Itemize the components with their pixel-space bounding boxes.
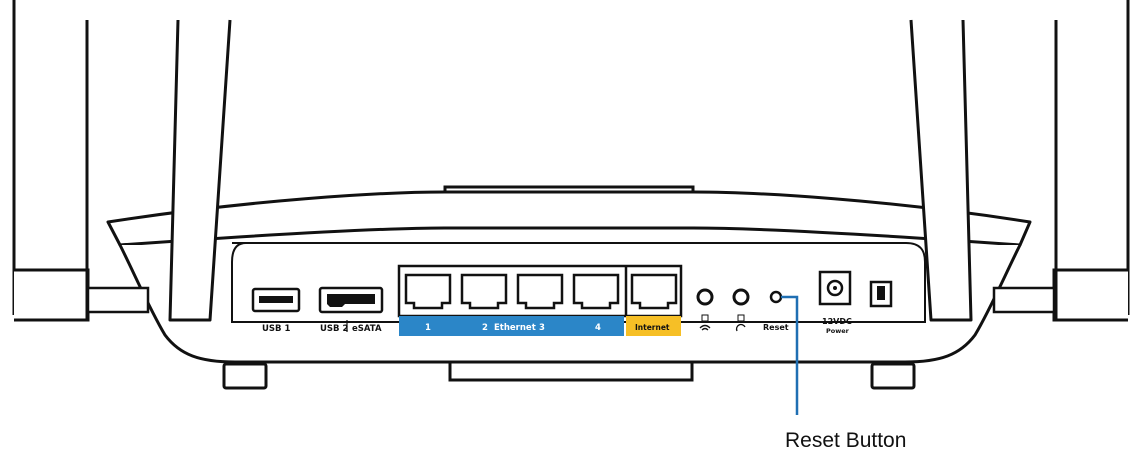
internet-port bbox=[630, 273, 678, 310]
reset-button bbox=[769, 290, 783, 304]
usb2-esata-port-inner bbox=[327, 294, 375, 307]
internet-label: Internet bbox=[635, 323, 670, 332]
internet-band bbox=[626, 316, 681, 336]
lan-port-3 bbox=[516, 273, 564, 310]
lan-port-4 bbox=[572, 273, 620, 310]
usb1-port-inner bbox=[259, 296, 293, 303]
ethernet-band bbox=[399, 316, 624, 336]
top-rim bbox=[106, 190, 1032, 247]
power-label: Power bbox=[826, 327, 850, 335]
wps-icon bbox=[735, 314, 746, 332]
power-voltage-label: 12VDC bbox=[822, 317, 852, 326]
power-switch-toggle bbox=[877, 286, 885, 300]
ethernet-label: Ethernet bbox=[494, 323, 536, 333]
lan-port-2 bbox=[460, 273, 508, 310]
eth1-label: 1 bbox=[425, 323, 431, 333]
usb1-label: USB 1 bbox=[262, 324, 290, 334]
reset-button-callout: Reset Button bbox=[785, 429, 906, 452]
eth3-label: 3 bbox=[539, 323, 545, 333]
power-jack-pin bbox=[833, 286, 837, 290]
panel-frame bbox=[231, 242, 926, 323]
eth2-label: 2 bbox=[482, 323, 488, 333]
left-hinge bbox=[86, 286, 150, 314]
right-hinge bbox=[992, 286, 1056, 314]
left-side-block bbox=[14, 268, 90, 322]
eth4-label: 4 bbox=[595, 323, 601, 333]
left-inner-antenna bbox=[168, 19, 232, 322]
wifi-icon bbox=[699, 314, 711, 331]
lan-port-1 bbox=[404, 273, 452, 310]
right-side-block bbox=[1052, 268, 1128, 322]
reset-callout-line bbox=[781, 295, 799, 415]
wps-button bbox=[732, 288, 750, 306]
right-inner-antenna bbox=[909, 19, 973, 322]
left-foot bbox=[222, 362, 268, 390]
wifi-button bbox=[696, 288, 714, 306]
center-base bbox=[448, 362, 694, 382]
right-foot bbox=[870, 362, 916, 390]
usb2-label: USB 2 bbox=[320, 324, 348, 334]
esata-label: eSATA bbox=[352, 324, 382, 334]
reset-label: Reset bbox=[763, 323, 789, 332]
router-body-outline bbox=[12, 0, 1130, 315]
